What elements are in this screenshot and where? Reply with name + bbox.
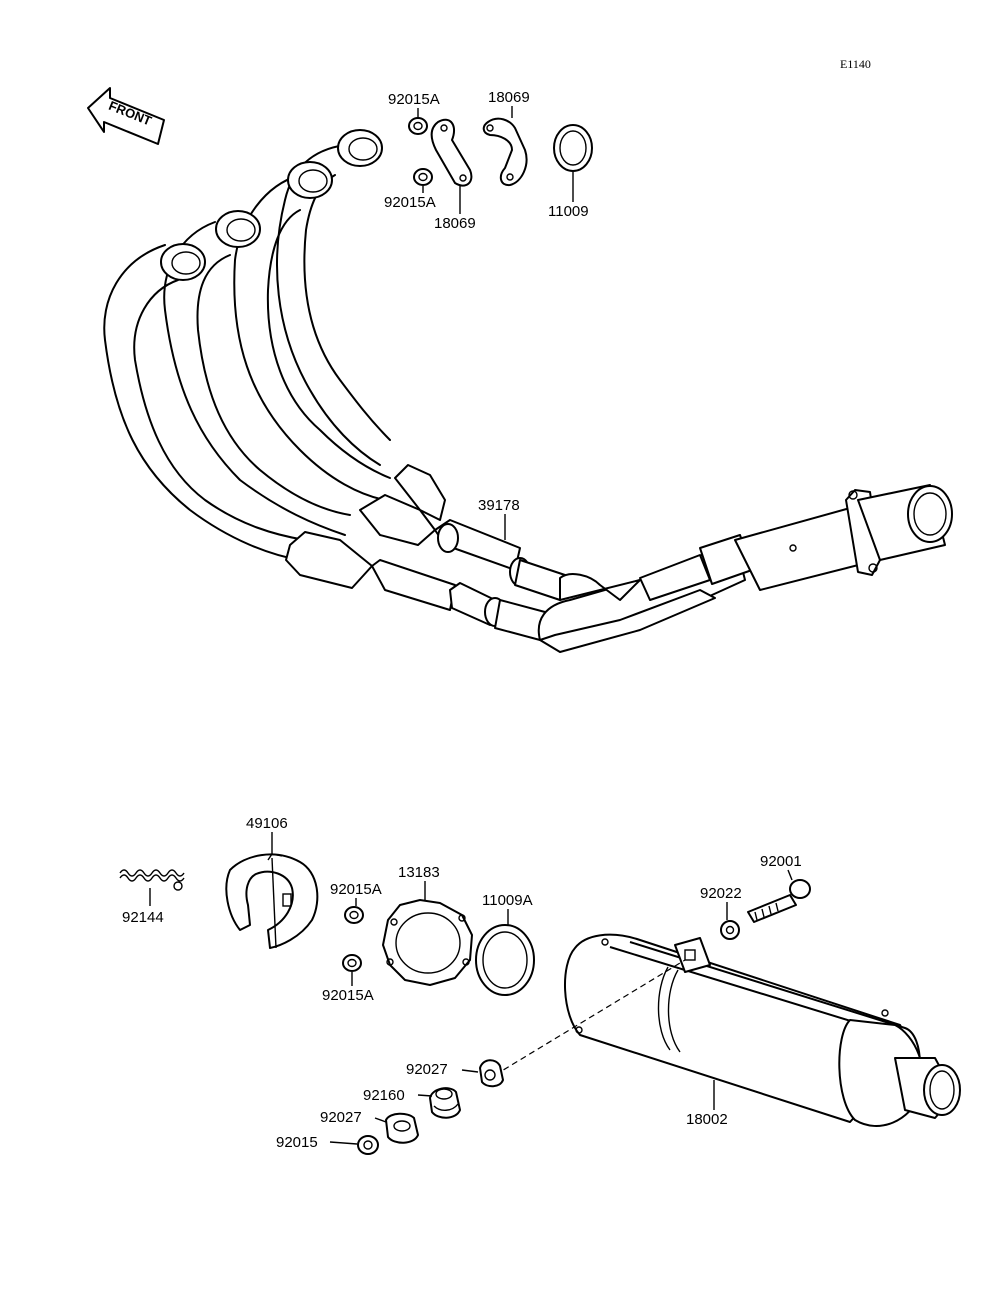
part-label-92015A: 92015A xyxy=(330,881,382,898)
nut-part-icon xyxy=(344,906,364,924)
washer-icon xyxy=(720,920,740,940)
part-label-13183: 13183 xyxy=(398,864,440,881)
part-label-92144: 92144 xyxy=(122,909,164,926)
part-label-92015A: 92015A xyxy=(322,987,374,1004)
part-label-92022: 92022 xyxy=(700,885,742,902)
grommet-icon xyxy=(479,1059,504,1088)
part-label-92027: 92027 xyxy=(320,1109,362,1126)
part-label-39178: 39178 xyxy=(478,497,520,514)
part-label-92027: 92027 xyxy=(406,1061,448,1078)
holder-plate-icon xyxy=(430,118,473,187)
holder-plate-icon xyxy=(482,117,528,187)
exhaust-header-pipe xyxy=(103,129,953,653)
exhaust-valve-icon xyxy=(225,853,319,949)
part-label-92160: 92160 xyxy=(363,1087,405,1104)
nut-part-icon xyxy=(413,168,433,186)
collar-icon xyxy=(429,1087,461,1119)
muffler-icon xyxy=(564,933,961,1127)
part-label-18069: 18069 xyxy=(488,89,530,106)
gasket-ring-icon xyxy=(553,124,593,172)
grommet-icon xyxy=(385,1112,419,1144)
part-label-11009: 11009 xyxy=(548,203,589,220)
diagram-code: E1140 xyxy=(840,57,871,71)
part-label-18069: 18069 xyxy=(434,215,476,232)
spring-icon xyxy=(119,869,185,891)
flange-gasket-icon xyxy=(382,899,473,986)
part-label-18002: 18002 xyxy=(686,1111,728,1128)
nut-part-icon xyxy=(342,954,362,972)
part-label-92001: 92001 xyxy=(760,853,802,870)
gasket-ring-icon xyxy=(475,924,535,996)
part-label-92015: 92015 xyxy=(276,1134,318,1151)
bolt-icon xyxy=(747,879,811,923)
part-label-92015A: 92015A xyxy=(384,194,436,211)
part-label-92015A: 92015A xyxy=(388,91,440,108)
part-label-49106: 49106 xyxy=(246,815,288,832)
nut-part-icon xyxy=(408,117,428,135)
part-label-11009A: 11009A xyxy=(482,892,533,909)
nut-part-icon xyxy=(357,1135,379,1155)
front-arrow-icon: FRONT xyxy=(87,87,165,145)
